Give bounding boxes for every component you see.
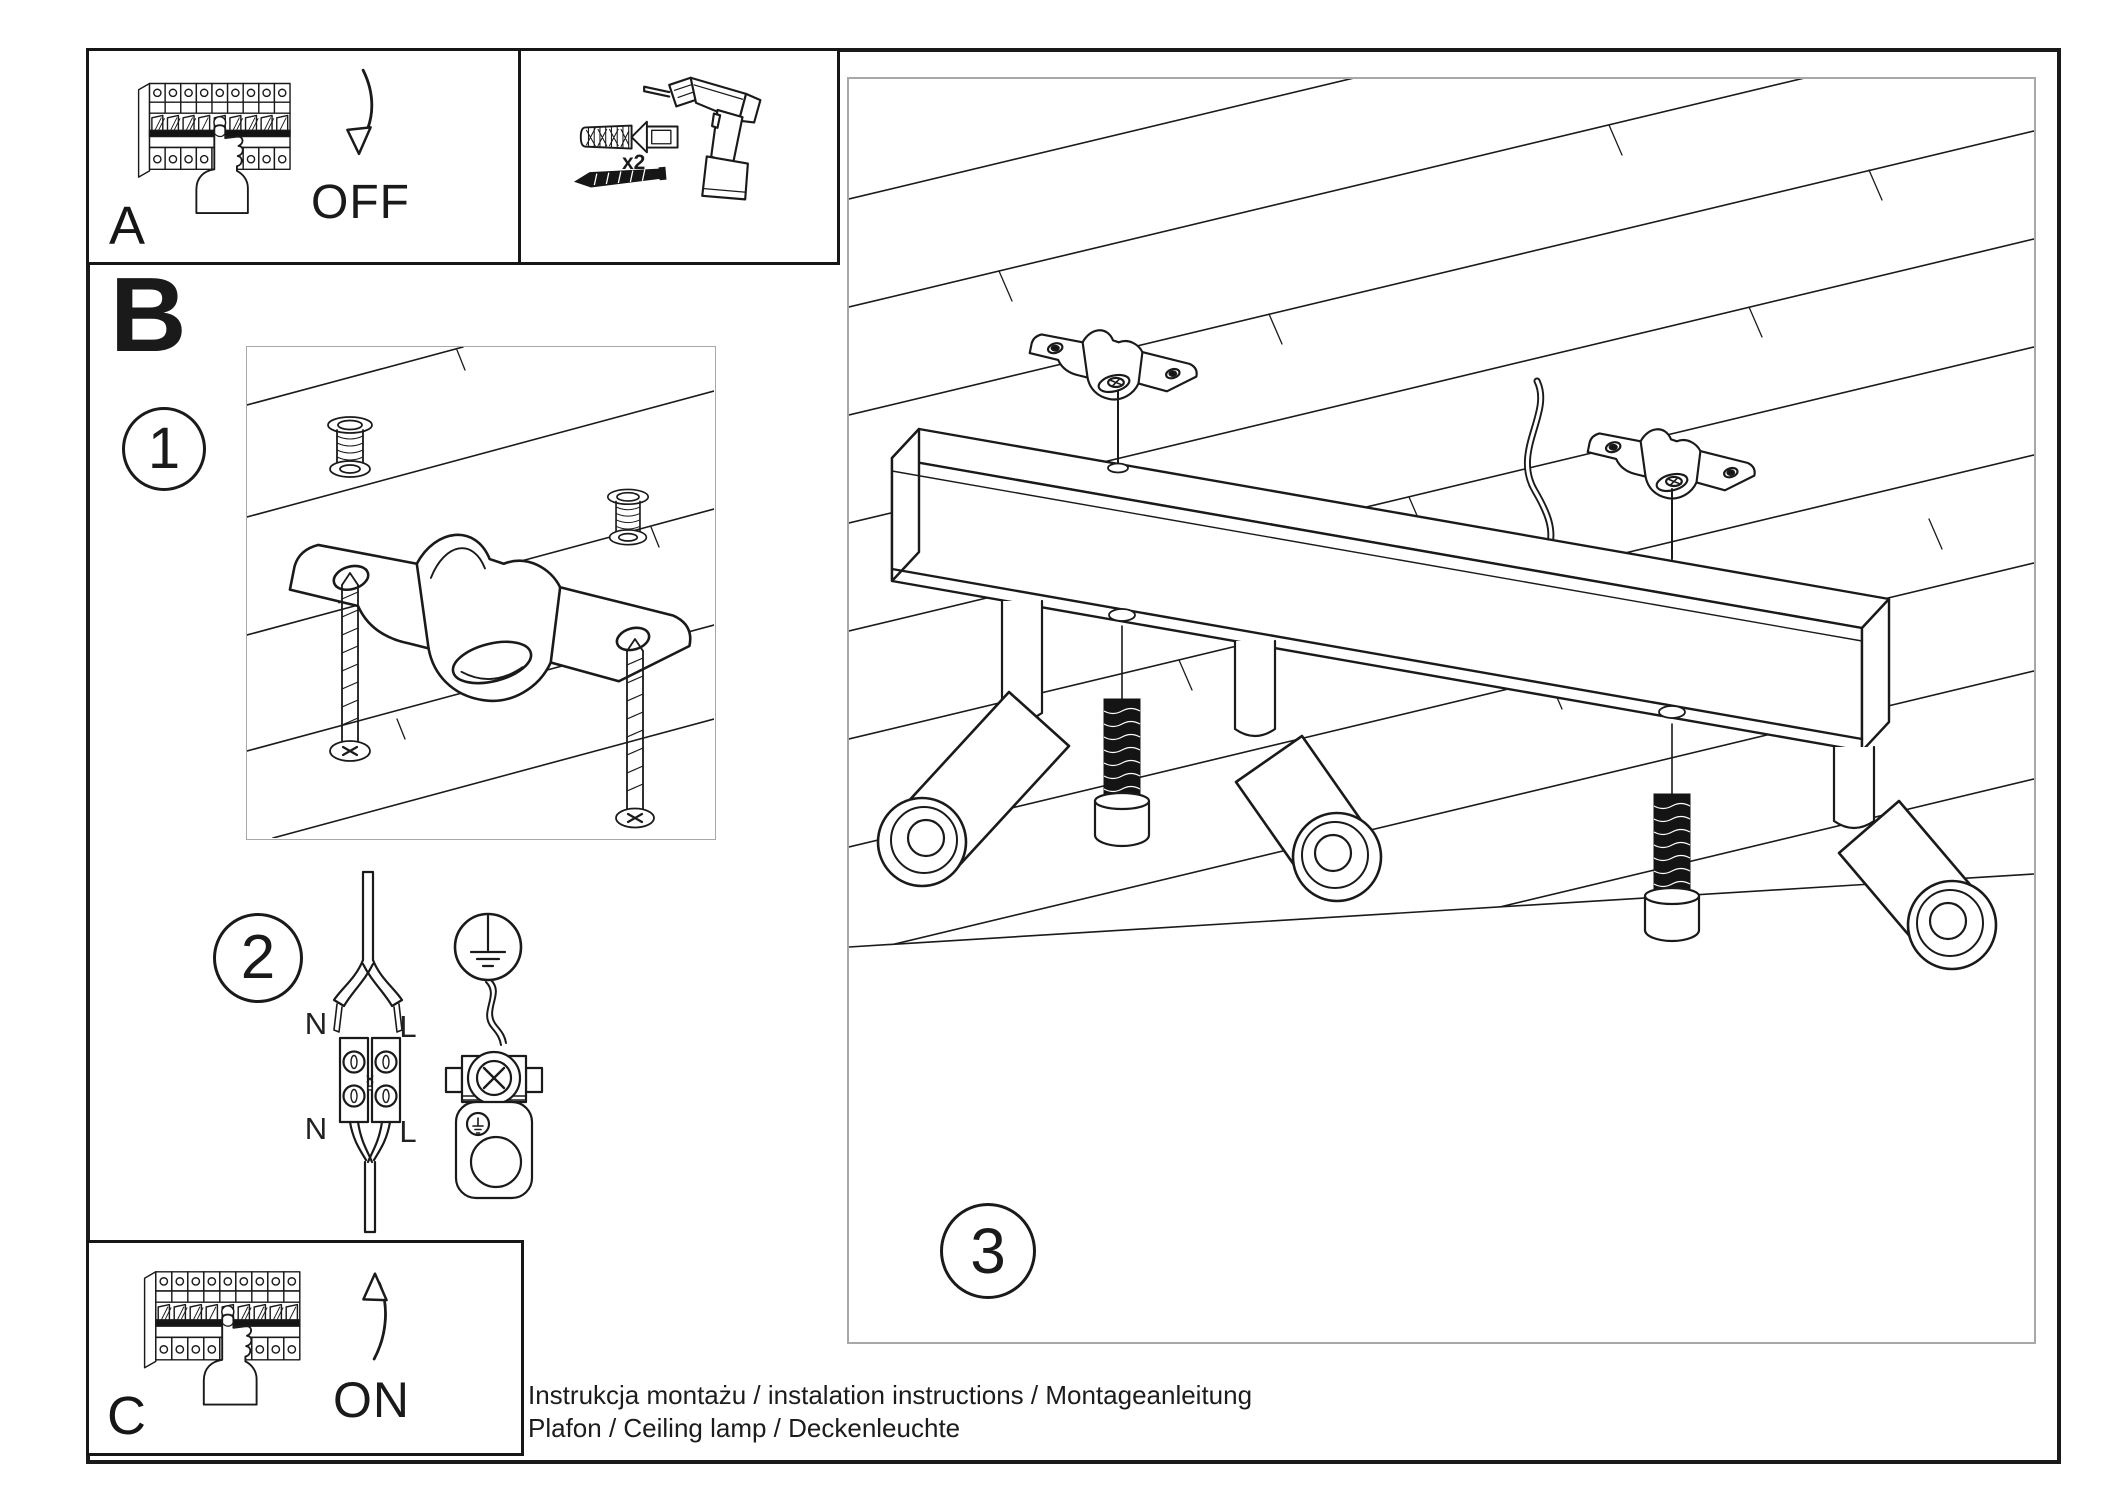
spotlight: [876, 690, 1071, 888]
circuit-breaker-icon: [143, 1271, 301, 1406]
curved-arrow-up-icon: [362, 1272, 388, 1361]
drill-icon: [643, 76, 762, 201]
screw-icon: [574, 166, 667, 188]
earth-wire: [485, 979, 507, 1046]
panel-power-off: OFF A: [86, 48, 521, 265]
live-label-bottom: L: [399, 1114, 417, 1149]
stud-knob: [1643, 886, 1701, 943]
earth-terminal-icon: [444, 1050, 544, 1200]
threaded-stud: [1103, 625, 1141, 800]
section-b-label: B: [110, 256, 187, 374]
ceiling-bracket: [288, 533, 692, 703]
panel-c-label: C: [107, 1386, 146, 1446]
spotlight: [1234, 734, 1383, 903]
ceiling-bracket: [1586, 428, 1756, 500]
dowel-quantity-label: x2: [622, 151, 646, 174]
mounting-screw: [329, 572, 371, 762]
curved-arrow-down-icon: [346, 68, 374, 156]
step-3-number: 3: [970, 1215, 1006, 1287]
footer-product-multilang: Plafon / Ceiling lamp / Deckenleuchte: [528, 1413, 961, 1443]
lamp-rail: [890, 427, 1891, 753]
step-1-badge: 1: [122, 407, 206, 491]
mounting-screw: [615, 638, 655, 829]
alignment-lines: [1117, 390, 1673, 560]
panel-a-label: A: [109, 196, 146, 256]
output-wires: [348, 1120, 392, 1234]
pointing-hand-icon: [202, 1313, 258, 1406]
step-3-badge: 3: [940, 1203, 1036, 1299]
step-1-diagram-box: [246, 346, 716, 840]
step-2-number: 2: [240, 923, 276, 992]
breaker-top-row: [148, 82, 291, 103]
stud-knob: [1093, 791, 1151, 848]
ceiling-lamp-assembly-diagram: [849, 79, 2034, 971]
ceiling-bracket: [1028, 329, 1198, 401]
footer-title-multilang: Instrukcja montażu / instalation instruc…: [528, 1380, 1253, 1410]
step-1-number: 1: [147, 416, 181, 481]
wiring-diagram: [332, 870, 544, 1234]
terminal-block: [338, 1036, 402, 1124]
wall-plug-dowel: [327, 416, 373, 478]
bracket-mounting-diagram: [247, 347, 714, 838]
switch-state-label: OFF: [311, 176, 410, 229]
wall-plug-dowel: [606, 488, 650, 546]
page-border: [86, 48, 2061, 1464]
ceiling-edge: [849, 873, 2034, 948]
step-2-badge: 2: [213, 913, 303, 1003]
lamp-posts: [1000, 599, 1876, 830]
power-cable: [1523, 377, 1555, 549]
supply-cable: [332, 870, 404, 1033]
switch-state-label: ON: [333, 1372, 410, 1428]
step-3-diagram-box: [847, 77, 2036, 1344]
spotlight: [1837, 799, 1998, 971]
pointing-hand-icon: [195, 124, 249, 214]
earth-symbol-icon: [453, 912, 523, 982]
neutral-label-top: N: [304, 1006, 328, 1041]
circuit-breaker-icon: [137, 82, 291, 214]
live-label-top: L: [399, 1009, 417, 1044]
neutral-label-bottom: N: [304, 1111, 328, 1146]
panel-power-on: ON C: [86, 1240, 524, 1456]
threaded-stud: [1653, 723, 1691, 895]
panel-tools: x2: [518, 48, 840, 265]
wall-plug-icon: [579, 120, 679, 154]
